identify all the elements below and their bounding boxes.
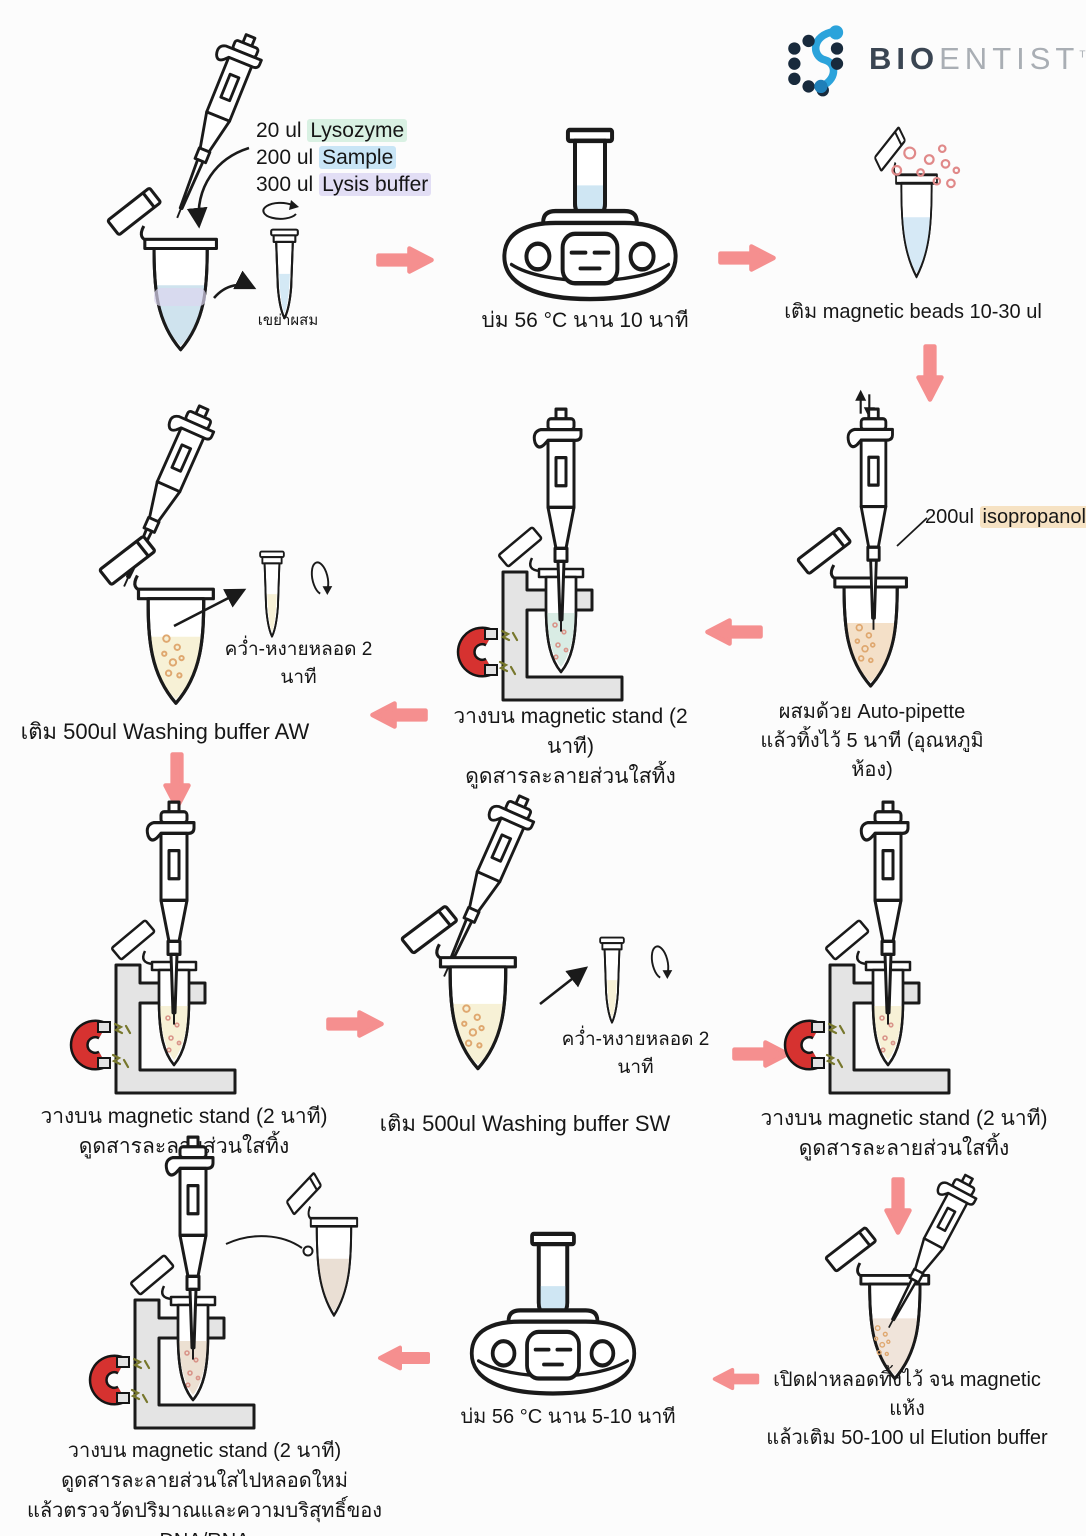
- incubate2-caption: บ่ม 56 °C นาน 5-10 นาที: [460, 1406, 676, 1428]
- rotate-arrow-icon: [262, 199, 300, 220]
- flow-arrow-right-icon: [716, 240, 778, 276]
- magnetic-stand-icon: [53, 803, 293, 1103]
- add-beads-caption: เติม magnetic beads 10-30 ul: [784, 301, 1042, 323]
- flow-arrow-left-icon: [712, 1367, 760, 1391]
- magstand3-caption: วางบน magnetic stand (2 นาที) ดูดสารละลา…: [754, 1104, 1054, 1164]
- flow-arrow-right-icon: [374, 242, 436, 278]
- microtube-open-icon: [399, 904, 517, 1071]
- heat-block-icon: [492, 128, 688, 306]
- caption-line: ดูดสารละลายส่วนใสทิ้ง: [798, 1137, 1010, 1160]
- brand-name-bold: BIO: [869, 40, 940, 76]
- caption-line: วางบน magnetic stand (2 นาที): [453, 705, 688, 758]
- caption-line: แล้วเติม 50-100 ul Elution buffer: [766, 1427, 1048, 1449]
- reagent-line: 20 ul Lysozyme: [256, 117, 431, 144]
- reagent-name: Lysis buffer: [319, 173, 432, 196]
- step8-tube: [399, 898, 541, 1083]
- microtube-open-icon: [285, 1171, 359, 1317]
- caption-line: วางบน magnetic stand (2 นาที): [760, 1107, 1048, 1130]
- magstand1-caption: วางบน magnetic stand (2 นาที) ดูดสารละลา…: [428, 702, 713, 792]
- reagent-list: 20 ul Lysozyme 200 ul Sample 300 ul Lysi…: [256, 117, 432, 198]
- caption-line: ผสมด้วย Auto-pipette: [778, 701, 966, 723]
- sediment-dots-icon: [461, 1004, 485, 1049]
- reagent-name: Sample: [319, 146, 397, 169]
- elution-caption: เปิดฝาหลอดทิ้งไว้ จน magnetic แห้ง แล้วเ…: [757, 1366, 1057, 1453]
- caption-line: ดูดสารละลายส่วนใสทิ้ง: [465, 765, 676, 788]
- rotate-arrow-icon: [648, 943, 675, 983]
- caption-line: วางบน magnetic stand (2 นาที): [67, 1440, 342, 1462]
- transfer-line-icon: [225, 1235, 314, 1257]
- flow-arrow-left-icon: [378, 1345, 430, 1371]
- mix-tube-icon: [599, 936, 625, 1024]
- isopropanol-label: 200ul isopropanol: [925, 503, 1086, 532]
- brand-logo: BIOENTISTTM: [783, 22, 1086, 97]
- reagent-qty: 200 ul: [256, 146, 320, 169]
- flow-arrow-left-icon: [368, 697, 430, 733]
- magstand4-caption: วางบน magnetic stand (2 นาที) ดูดสารละลา…: [12, 1436, 397, 1536]
- magnetic-beads-icon: [891, 144, 961, 189]
- reagent-name: Lysozyme: [307, 119, 408, 142]
- reagent-qty: 300 ul: [256, 173, 320, 196]
- flow-arrow-right-icon: [324, 1006, 386, 1042]
- step2-heatblock: [492, 128, 688, 306]
- lysis-layer-band: [154, 288, 206, 306]
- brand-name: BIOENTISTTM: [869, 43, 1086, 74]
- flow-arrow-down-icon: [912, 342, 948, 404]
- step8-mix-tube: [592, 936, 632, 1032]
- step7-magstand: [53, 803, 293, 1103]
- invert-note: คว่ำ-หงายหลอด 2 นาที: [561, 1029, 710, 1078]
- reagent-qty: 20 ul: [256, 119, 308, 142]
- step5-magstand: [440, 410, 680, 710]
- magnetic-stand-icon: [440, 410, 680, 710]
- caption-line: แล้วตรวจวัดปริมาณและความบริสุทธิ์ของ DNA…: [26, 1500, 383, 1536]
- sediment-dots-icon: [161, 634, 185, 679]
- step9-magstand: [767, 803, 1007, 1103]
- isopropanol-caption: ผสมด้วย Auto-pipette แล้วทิ้งไว้ 5 นาที …: [752, 698, 992, 785]
- wash-sw-caption: เติม 500ul Washing buffer SW: [379, 1111, 671, 1136]
- rotate-arrow-icon: [308, 559, 335, 599]
- transfer-arrow-icon: [539, 966, 589, 1006]
- step11-heatblock: [460, 1232, 646, 1400]
- brand-name-light: ENTIST: [939, 40, 1080, 76]
- caption-line: ดูดสารละลายส่วนใสไปหลอดใหม่: [61, 1470, 348, 1492]
- isopropanol-qty: 200ul: [925, 506, 980, 528]
- flow-arrow-left-icon: [703, 614, 765, 650]
- transfer-arrow-icon: [173, 588, 247, 628]
- dispense-arrow-icon: [186, 146, 250, 229]
- wash-aw-caption: เติม 500ul Washing buffer AW: [20, 719, 310, 744]
- trademark-mark: TM: [1079, 49, 1086, 61]
- transfer-arrow-icon: [213, 270, 257, 299]
- step12-new-tube: [285, 1166, 373, 1328]
- mix-tube-icon: [259, 550, 285, 638]
- magnetic-stand-icon: [767, 803, 1007, 1103]
- caption-line: เปิดฝาหลอดทิ้งไว้ จน magnetic แห้ง: [773, 1369, 1041, 1420]
- reagent-line: 200 ul Sample: [256, 144, 431, 171]
- caption-line: วางบน magnetic stand (2 นาที): [40, 1105, 328, 1128]
- reagent-line: 300 ul Lysis buffer: [256, 171, 432, 198]
- isopropanol-name: isopropanol: [979, 506, 1086, 528]
- step12-magstand: [72, 1138, 312, 1438]
- bioentist-logo-icon: [788, 25, 844, 97]
- magnetic-stand-icon: [72, 1138, 312, 1438]
- incubate1-caption: บ่ม 56 °C นาน 10 นาที: [481, 309, 689, 332]
- mix-note: เขย่าผสม: [257, 312, 319, 329]
- caption-line: แล้วทิ้งไว้ 5 นาที (อุณหภูมิห้อง): [760, 730, 984, 781]
- label-pointer-line: [896, 517, 928, 547]
- heat-block-icon: [460, 1232, 646, 1400]
- invert-note: คว่ำ-หงายหลอด 2 นาที: [224, 639, 373, 688]
- step6-mix-tube: [252, 550, 292, 646]
